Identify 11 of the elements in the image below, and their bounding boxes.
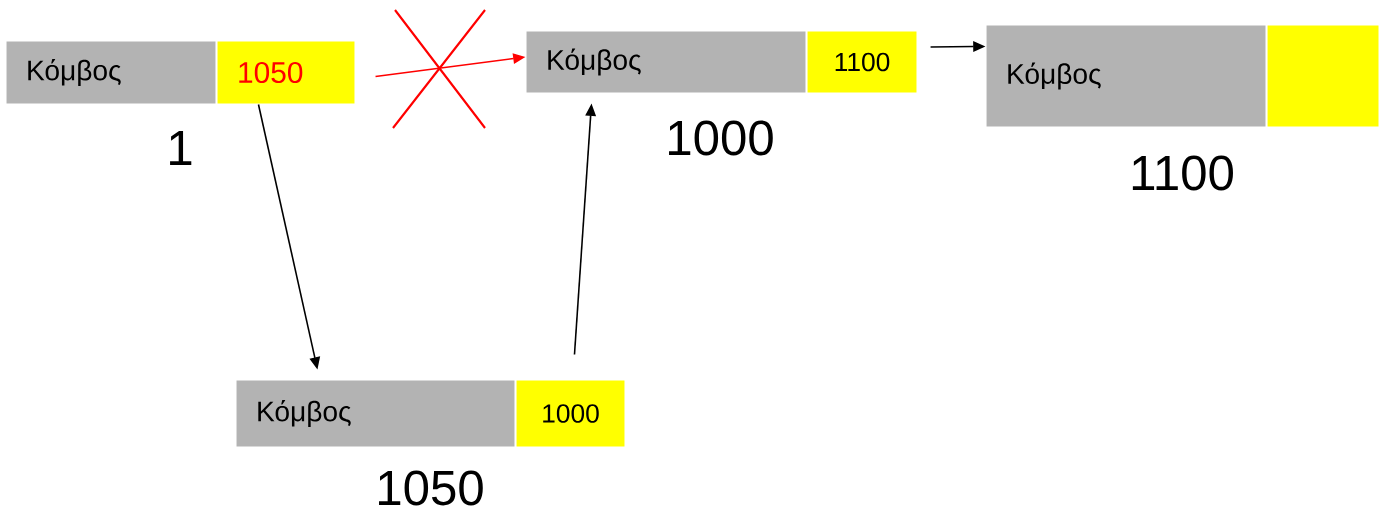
pointer-box: 1100: [806, 30, 918, 94]
label-box: Κόμβος: [235, 379, 516, 448]
label-box: Κόμβος: [985, 24, 1267, 128]
pointer-box: 1000: [515, 379, 626, 448]
label-box: Κόμβος: [525, 30, 807, 94]
address-label: 1050: [379, 470, 483, 506]
pointer-box: 1050: [216, 40, 356, 105]
address-label: 1: [170, 131, 192, 165]
label-box: Κόμβος: [5, 40, 217, 105]
address-label: 1000: [669, 120, 773, 156]
address-label: 1100: [1132, 155, 1233, 191]
